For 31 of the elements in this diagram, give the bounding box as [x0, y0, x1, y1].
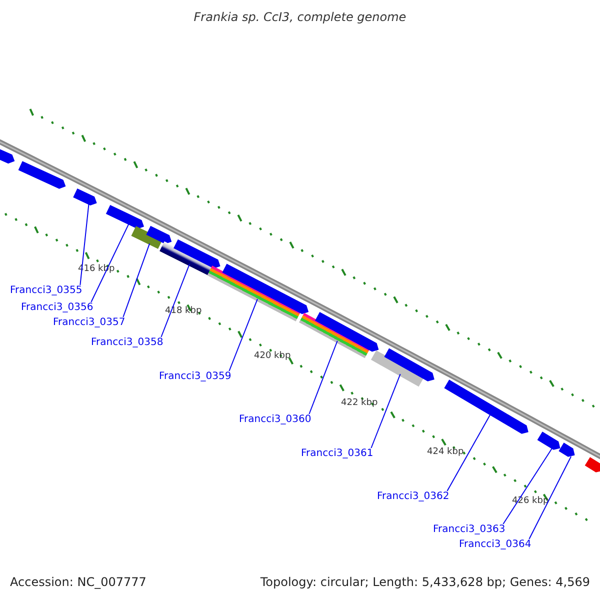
leader-line: [122, 243, 150, 318]
gene-block: [222, 264, 311, 317]
leader-line: [528, 456, 572, 540]
gene-block: [18, 161, 68, 192]
gene-block: [444, 380, 532, 436]
leader-line: [80, 202, 90, 286]
scale-label: 422 kbp: [341, 398, 378, 408]
gene-label: Francci3_0364: [459, 539, 532, 550]
gene-label: Francci3_0357: [53, 317, 126, 328]
gene-label: Francci3_0360: [239, 414, 312, 425]
gene-block: [73, 188, 100, 208]
gene-label: Francci3_0362: [377, 491, 450, 502]
gene-label: Francci3_0355: [10, 285, 82, 296]
leader-line: [90, 223, 130, 302]
gene-label: Francci3_0356: [21, 302, 94, 313]
leader-line: [228, 298, 258, 372]
scale-label: 420 kbp: [254, 351, 291, 361]
leader-line: [446, 412, 492, 492]
gene-label: Francci3_0359: [159, 371, 232, 382]
scale-label: 424 kbp: [427, 447, 464, 457]
leader-line: [502, 446, 554, 524]
gene-label: Francci3_0363: [433, 524, 506, 535]
gene-block: [537, 431, 563, 452]
genome-info-text: Topology: circular; Length: 5,433,628 bp; Genes: 4,569: [260, 575, 590, 589]
gene-label: Francci3_0361: [301, 448, 374, 459]
accession-text: Accession: NC_007777: [10, 575, 146, 589]
gene-label: Francci3_0358: [91, 337, 164, 348]
title: Frankia sp. CcI3, complete genome: [194, 10, 406, 24]
leader-line: [308, 340, 338, 414]
gene-block: [146, 225, 174, 246]
leader-line: [160, 264, 190, 338]
